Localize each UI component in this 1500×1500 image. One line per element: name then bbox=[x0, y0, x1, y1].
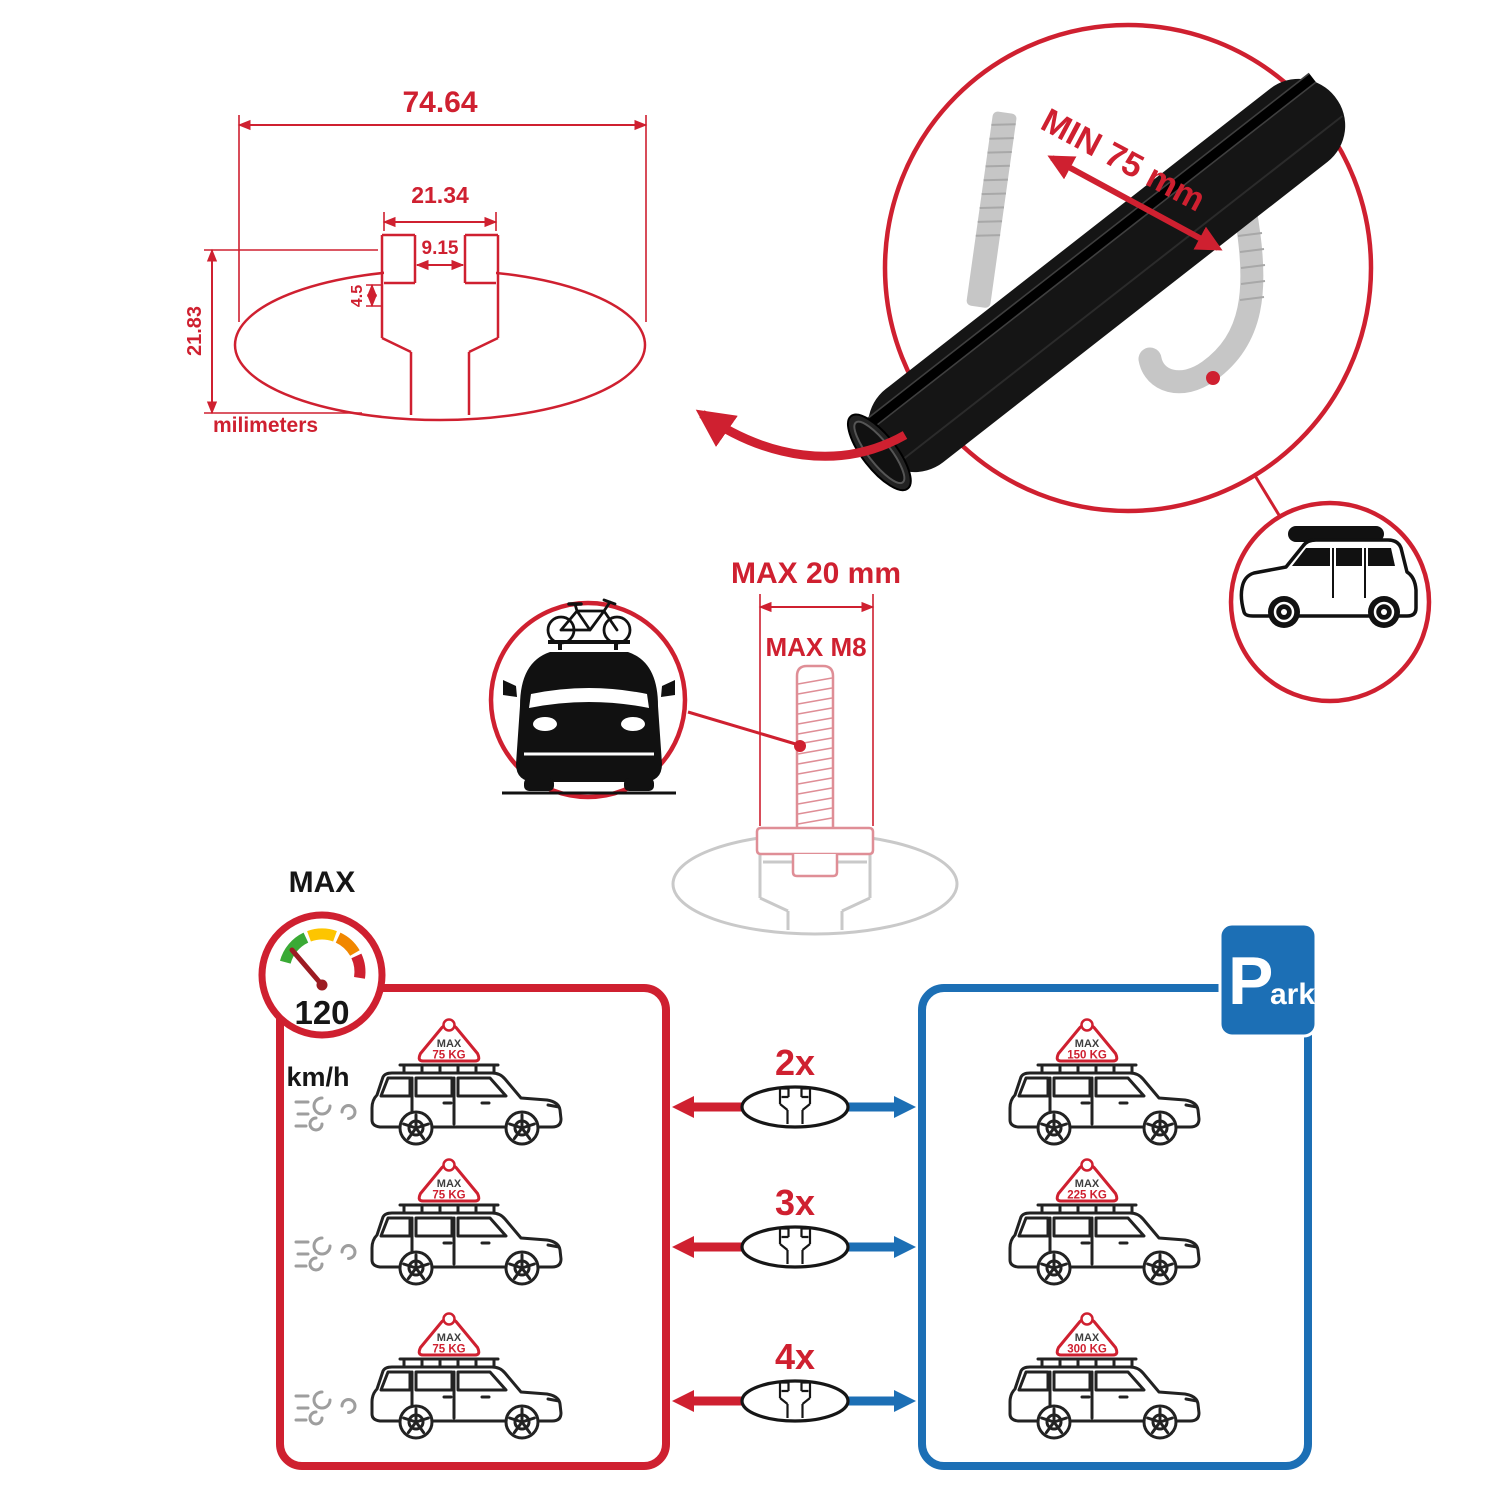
bolt-extension-lines bbox=[759, 594, 874, 826]
load-tag: MAX 300 KG bbox=[1055, 1312, 1119, 1357]
dim-slot-width-label: 9.15 bbox=[422, 238, 459, 259]
crossbar-profile-icon bbox=[740, 1085, 850, 1129]
side-mirror bbox=[503, 680, 517, 697]
circle-connector-line bbox=[1252, 473, 1284, 521]
bolt-t-head bbox=[791, 854, 839, 878]
left-arrowhead bbox=[672, 1390, 694, 1412]
gauge-needle bbox=[289, 947, 325, 988]
profile-ellipse bbox=[233, 268, 647, 422]
crossbar-detail: MIN 75 mm bbox=[847, 22, 1374, 514]
park-sign: P ark bbox=[1218, 922, 1318, 1038]
load-tag-label: MAX bbox=[437, 1178, 462, 1190]
bolt-flange bbox=[755, 826, 875, 856]
speed-value: 120 bbox=[294, 994, 349, 1031]
right-arrowhead bbox=[894, 1096, 916, 1118]
load-tag: MAX 150 KG bbox=[1055, 1018, 1119, 1063]
bolt-shaft bbox=[795, 664, 835, 828]
car-hood-band bbox=[529, 688, 649, 708]
load-tag: MAX 75 KG bbox=[417, 1018, 481, 1063]
load-tag: MAX 75 KG bbox=[417, 1158, 481, 1203]
option-row-4x: 4x bbox=[672, 1336, 916, 1423]
load-tag-label: MAX bbox=[1075, 1038, 1100, 1050]
park-sign-suffix: ark bbox=[1270, 978, 1315, 1011]
roofbox-car-bubble bbox=[1228, 500, 1432, 704]
gauge-pivot bbox=[316, 979, 328, 991]
park-sign-letter: P bbox=[1228, 943, 1273, 1019]
load-tag-label: MAX bbox=[437, 1038, 462, 1050]
min-span-arrow bbox=[1047, 155, 1223, 251]
load-tag-label: MAX bbox=[1075, 1178, 1100, 1190]
roof-rack-bar bbox=[548, 640, 630, 650]
option-row-2x: 2x bbox=[672, 1042, 916, 1129]
load-tag-label: MAX bbox=[437, 1332, 462, 1344]
gauge-arc bbox=[279, 928, 366, 979]
load-tag-value: 300 KG bbox=[1067, 1344, 1107, 1356]
car-front-body bbox=[516, 652, 662, 782]
load-tag-value: 225 KG bbox=[1067, 1190, 1107, 1202]
dim-total-height-label: 21.83 bbox=[184, 306, 206, 356]
right-arrowhead bbox=[894, 1390, 916, 1412]
profile-mask bbox=[384, 262, 496, 280]
profile-dimension-diagram: 74.64 21.34 9.15 4.5 21.83 milimeters bbox=[184, 86, 648, 437]
bolt-max-width-label: MAX 20 mm bbox=[731, 557, 901, 590]
crossbar-profile-icon bbox=[740, 1379, 850, 1423]
front-wheel bbox=[624, 778, 654, 791]
right-arrowhead bbox=[894, 1236, 916, 1258]
profile-channel-lines bbox=[380, 233, 500, 415]
bolt-connector-line bbox=[687, 710, 800, 747]
dim-total-width-label: 74.64 bbox=[402, 86, 477, 119]
bolt-max-thread-label: MAX M8 bbox=[765, 632, 866, 662]
option-row-3x: 3x bbox=[672, 1182, 916, 1269]
bike-car-bubble bbox=[488, 598, 688, 800]
load-tag-value: 75 KG bbox=[432, 1344, 465, 1356]
attachment-point-dot bbox=[1206, 371, 1220, 385]
load-tag: MAX 225 KG bbox=[1055, 1158, 1119, 1203]
roof-box bbox=[1288, 526, 1384, 542]
speed-units: km/h bbox=[286, 1062, 349, 1092]
speed-limit-gauge: MAX 120 km/h bbox=[258, 866, 386, 1092]
dim-lip-depth-label: 4.5 bbox=[349, 285, 366, 307]
bolt-connector-dot bbox=[794, 740, 806, 752]
parked-panel-cars: MAX 150 KG MAX 225 KG MAX 300 KG bbox=[1008, 1018, 1201, 1440]
headlight bbox=[621, 717, 645, 731]
u-bolt-left-rod bbox=[966, 111, 1017, 308]
left-arrowhead bbox=[672, 1096, 694, 1118]
load-tag-value: 75 KG bbox=[432, 1050, 465, 1062]
u-bolt-right-hook bbox=[1138, 198, 1266, 394]
crossbar-profile-icon bbox=[740, 1225, 850, 1269]
car-front-icon bbox=[502, 640, 676, 795]
detail-to-profile-arrow bbox=[695, 409, 908, 461]
roofbox-car-icon bbox=[1239, 526, 1418, 628]
speed-max-label: MAX bbox=[289, 866, 356, 899]
units-label: milimeters bbox=[213, 414, 318, 437]
bolt-diagram: MAX 20 mm MAX M8 bbox=[671, 557, 959, 936]
crossbar-options-column: 2x 3x 4x bbox=[672, 1042, 916, 1423]
dim-channel-width-label: 21.34 bbox=[411, 182, 469, 208]
load-tag-label: MAX bbox=[1075, 1332, 1100, 1344]
count-label: 3x bbox=[775, 1182, 815, 1223]
load-tag-value: 75 KG bbox=[432, 1190, 465, 1202]
count-label: 4x bbox=[775, 1336, 815, 1377]
front-wheel bbox=[524, 778, 554, 791]
load-tag-value: 150 KG bbox=[1067, 1050, 1107, 1062]
headlight bbox=[533, 717, 557, 731]
bolt-icon bbox=[755, 664, 875, 878]
driving-panel-cars: MAX 75 KG MAX 75 KG MAX 75 KG bbox=[294, 1018, 563, 1440]
load-tag: MAX 75 KG bbox=[417, 1312, 481, 1357]
side-mirror bbox=[661, 680, 675, 697]
left-arrowhead bbox=[672, 1236, 694, 1258]
count-label: 2x bbox=[775, 1042, 815, 1083]
